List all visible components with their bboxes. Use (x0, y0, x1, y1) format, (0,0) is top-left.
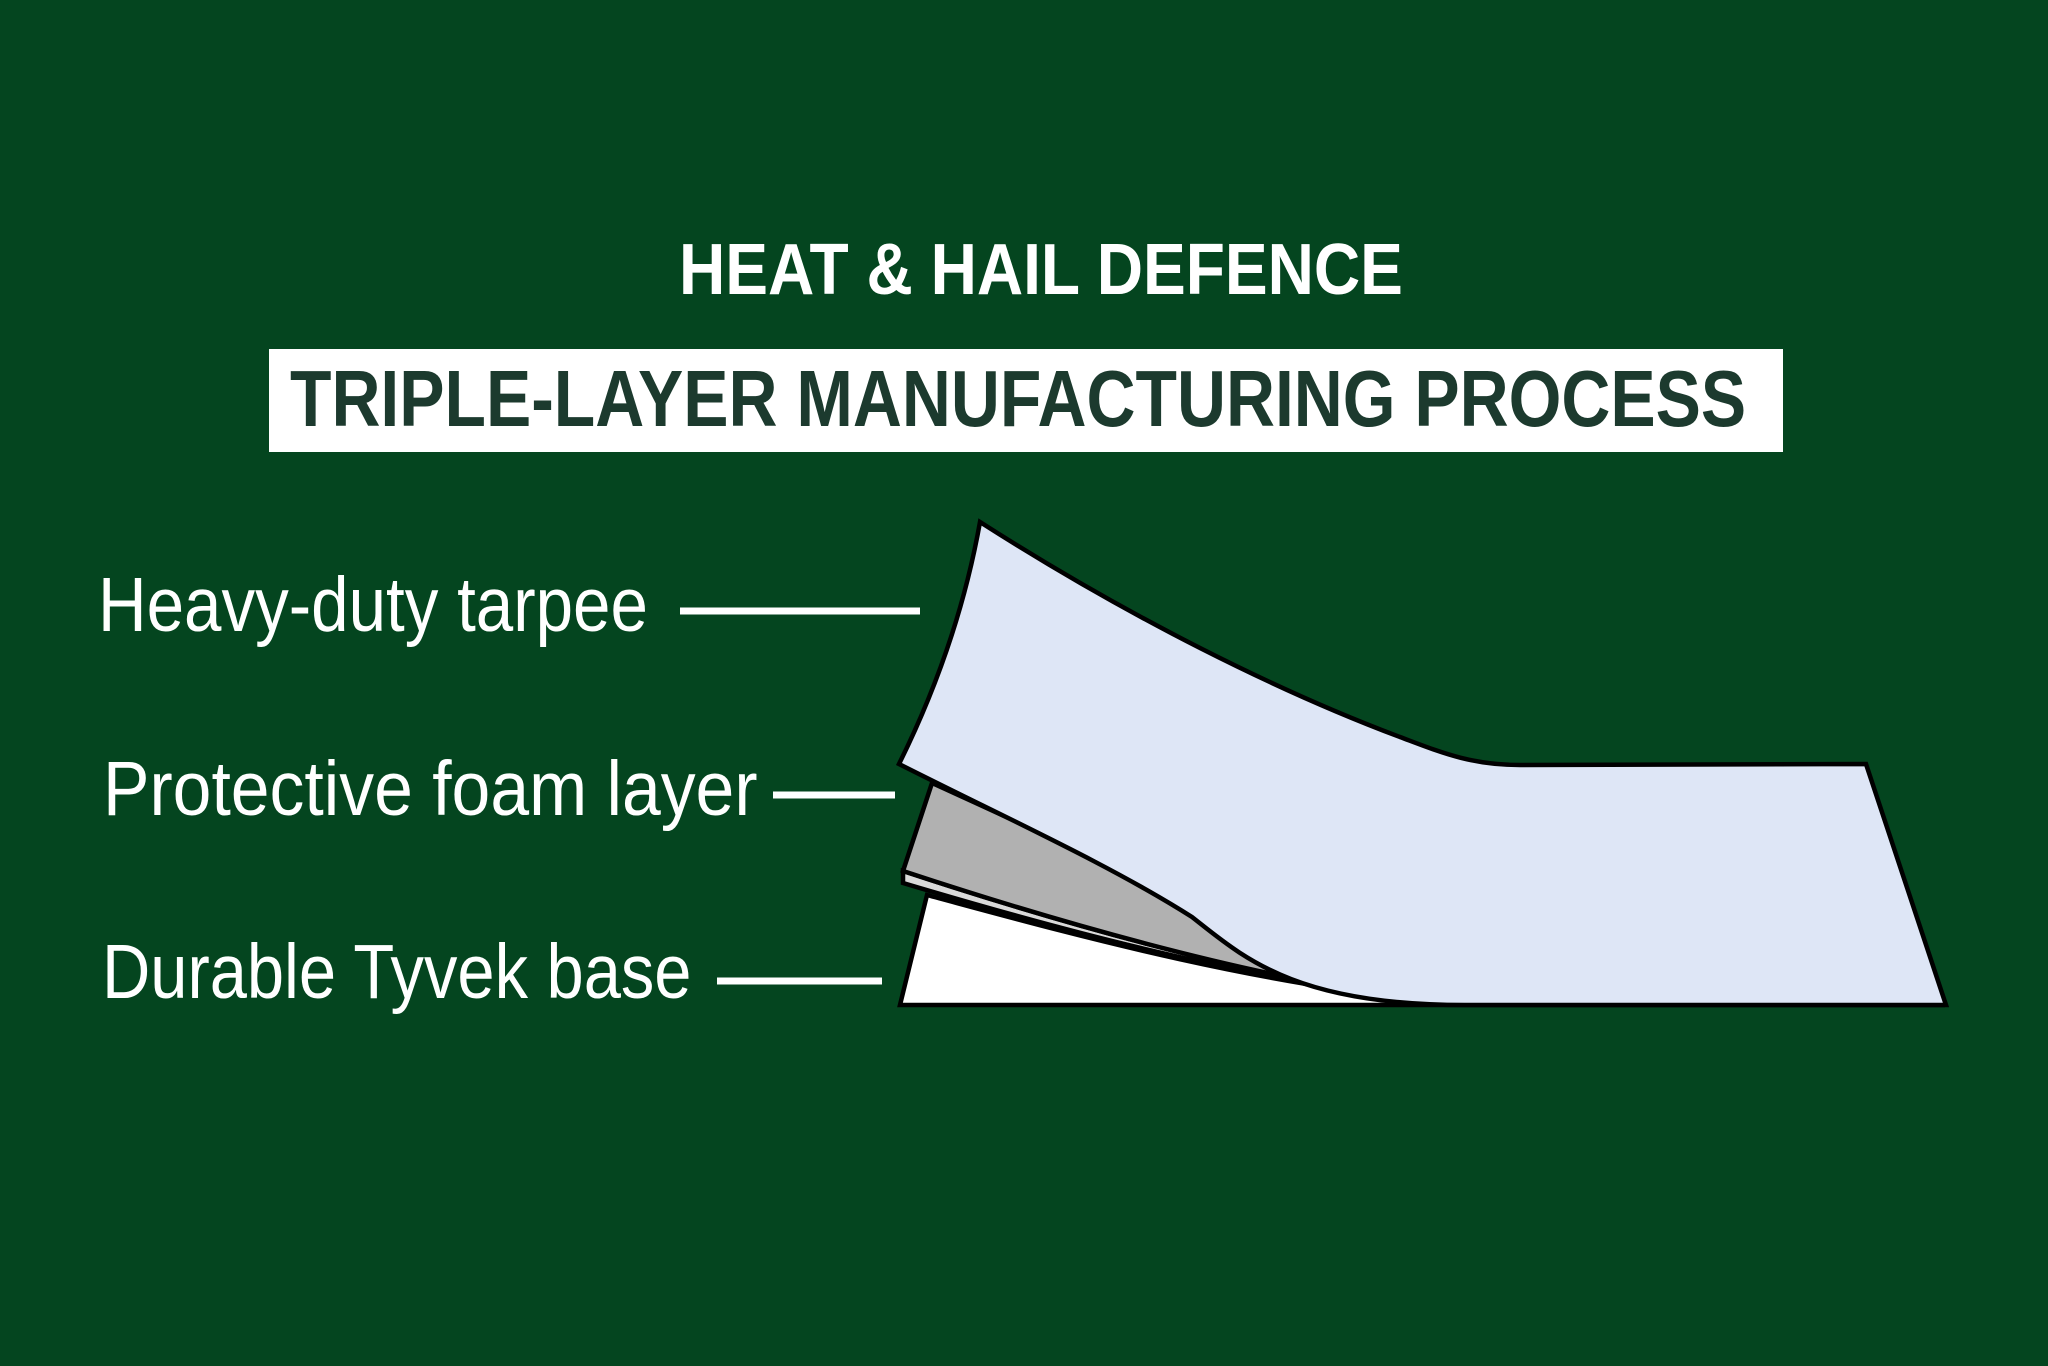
label-tarp-layer: Heavy-duty tarpee (98, 562, 648, 648)
page-subtitle: TRIPLE-LAYER MANUFACTURING PROCESS (290, 354, 1747, 443)
label-base-layer: Durable Tyvek base (102, 929, 692, 1015)
tarp-layer-shape (895, 518, 1950, 1008)
label-foam-layer: Protective foam layer (103, 746, 758, 832)
page-title: HEAT & HAIL DEFENCE (679, 230, 1403, 310)
subtitle-bar (269, 349, 1783, 452)
